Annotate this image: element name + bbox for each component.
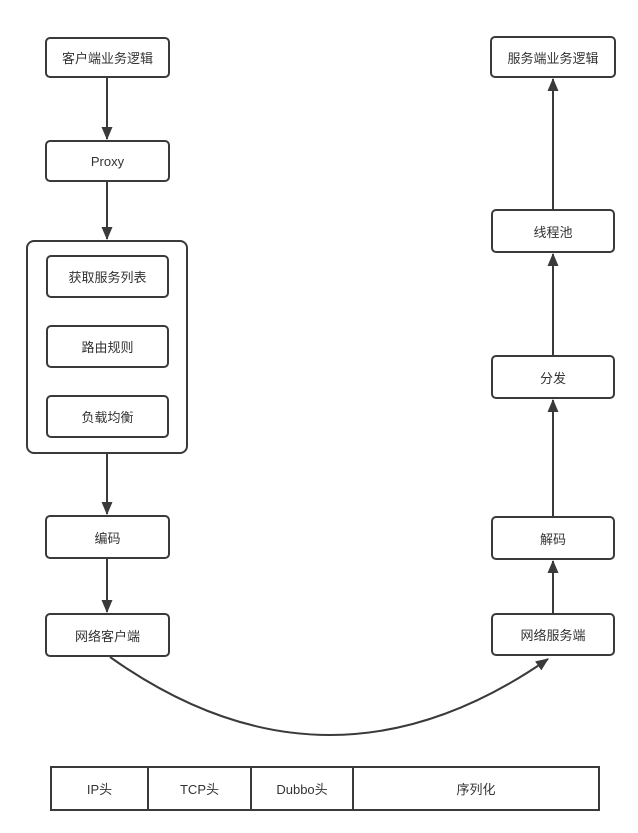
packet-segment-ip-header: IP头 [86,782,113,797]
node-server-business-logic: 服务端业务逻辑 [490,36,616,78]
arrow-network-client-to-network-server [109,656,549,736]
node-thread-pool: 线程池 [491,209,615,253]
node-encode: 编码 [45,515,170,559]
node-network-server: 网络服务端 [491,613,615,656]
packet-segment-serialization: 序列化 [352,768,598,809]
node-dispatch: 分发 [491,355,615,399]
node-load-balance: 负载均衡 [46,395,169,438]
node-routing-rules: 路由规则 [46,325,169,368]
node-client-business-logic: 客户端业务逻辑 [45,37,170,78]
node-get-service-list: 获取服务列表 [46,255,169,298]
packet-segment-dubbo-header: Dubbo头 [250,768,352,809]
node-proxy: Proxy [45,140,170,182]
packet-segment-tcp-header: TCP头 [147,768,250,809]
node-network-client: 网络客户端 [45,613,170,657]
node-decode: 解码 [491,516,615,560]
packet-structure-bar: IP头 TCP头 Dubbo头 序列化 [50,766,600,811]
